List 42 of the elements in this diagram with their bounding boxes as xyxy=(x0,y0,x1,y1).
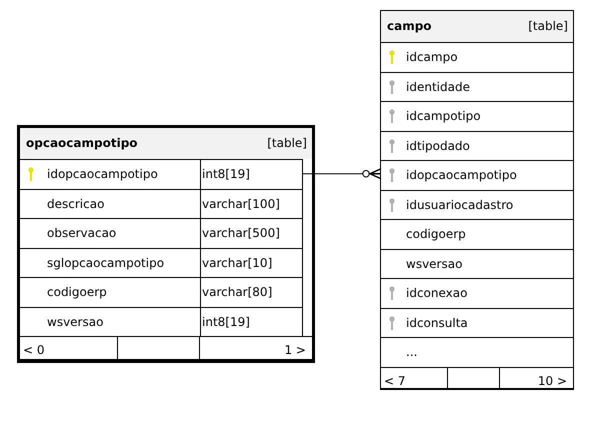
column-name: idopcaocampotipo xyxy=(47,166,158,182)
table-box xyxy=(17,125,315,363)
table-name: campo xyxy=(387,18,432,34)
column-type: int8[19] xyxy=(200,308,300,336)
column-name: sglopcaocampotipo xyxy=(47,254,164,270)
column-name: codigoerp xyxy=(406,226,466,242)
table-footer xyxy=(20,336,312,360)
table-row xyxy=(20,159,303,188)
column-name: idopcaocampotipo xyxy=(406,167,517,183)
table-row xyxy=(20,248,303,277)
column-type: varchar[10] xyxy=(200,248,300,277)
row-count: < 7 xyxy=(384,372,406,388)
column-name: idtipodado xyxy=(406,138,470,154)
table-row xyxy=(20,306,303,336)
column-type: varchar[500] xyxy=(200,219,300,248)
relationship-line xyxy=(302,168,382,180)
column-name: idusuariocadastro xyxy=(406,196,514,212)
column-name: wsversao xyxy=(47,314,104,330)
column-name: descricao xyxy=(47,196,104,212)
column-type: varchar[80] xyxy=(200,278,300,306)
column-type: varchar[100] xyxy=(200,190,300,218)
column-name: idconexao xyxy=(406,285,468,301)
column-count: 1 > xyxy=(284,342,306,358)
table-footer xyxy=(381,366,573,389)
column-name: observacao xyxy=(47,225,116,241)
table-box xyxy=(380,10,574,390)
column-type: int8[19] xyxy=(200,160,300,188)
column-name: idcampotipo xyxy=(406,108,481,124)
column-name: idconsulta xyxy=(406,314,468,330)
column-count: 10 > xyxy=(538,372,567,388)
column-name: ... xyxy=(406,344,418,360)
table-row xyxy=(20,188,303,218)
column-name: wsversao xyxy=(406,256,462,272)
column-name: idcampo xyxy=(406,49,458,65)
column-name: codigoerp xyxy=(47,284,107,300)
table-row xyxy=(20,218,303,248)
table-row xyxy=(20,277,303,306)
table-tag: [table] xyxy=(267,135,307,151)
table-name: opcaocampotipo xyxy=(26,135,138,151)
row-count: < 0 xyxy=(23,342,45,358)
column-name: identidade xyxy=(406,78,470,94)
table-tag: [table] xyxy=(528,18,568,34)
